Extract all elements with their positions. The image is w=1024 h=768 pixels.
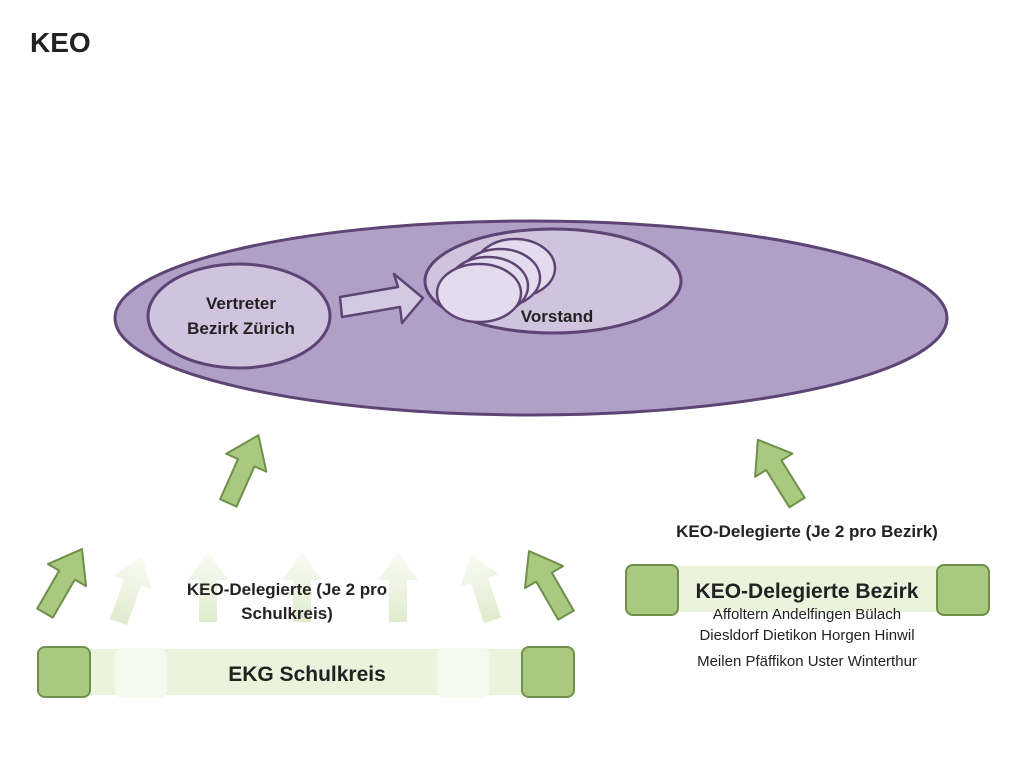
district-list-line1: Affoltern Andelfingen Bülach <box>713 606 901 623</box>
district-delegates-heading: KEO-Delegierte (Je 2 pro Bezirk) <box>676 522 938 541</box>
district-bar-right-cap <box>936 564 990 616</box>
representative-ellipse <box>146 262 332 370</box>
board-member-ellipse-1 <box>435 262 523 324</box>
representative-label-line2: Bezirk Zürich <box>187 319 295 338</box>
faded-arrow-4 <box>378 552 418 622</box>
board-label: Vorstand <box>521 307 593 326</box>
school-delegates-heading-line1: KEO-Delegierte (Je 2 pro <box>187 580 387 599</box>
faded-arrow-2 <box>188 552 228 622</box>
school-arrow-right <box>523 550 575 621</box>
arrow-up-left <box>219 434 268 508</box>
school-bar-right-cap <box>521 646 575 698</box>
school-bar-title: EKG Schulkreis <box>228 663 386 686</box>
faded-arrow-5 <box>460 553 502 624</box>
arrow-up-right <box>754 438 806 509</box>
district-bar-left-cap <box>625 564 679 616</box>
page-title: KEO <box>30 27 91 58</box>
representative-label-line1: Vertreter <box>206 294 276 313</box>
arrow-to-board <box>338 272 425 325</box>
faded-arrow-1 <box>109 556 152 626</box>
school-bar-segment-2 <box>437 648 489 698</box>
faded-arrow-3 <box>282 552 322 622</box>
school-arrow-left <box>36 548 88 619</box>
school-delegates-heading-line2: Schulkreis) <box>241 604 333 623</box>
district-bar-title: KEO-Delegierte Bezirk <box>696 580 919 603</box>
district-list-line3: Meilen Pfäffikon Uster Winterthur <box>697 653 917 670</box>
district-list-line2: Diesldorf Dietikon Horgen Hinwil <box>699 627 914 644</box>
district-bar <box>650 566 970 612</box>
school-bar-left-cap <box>37 646 91 698</box>
school-bar-segment-1 <box>115 648 167 698</box>
